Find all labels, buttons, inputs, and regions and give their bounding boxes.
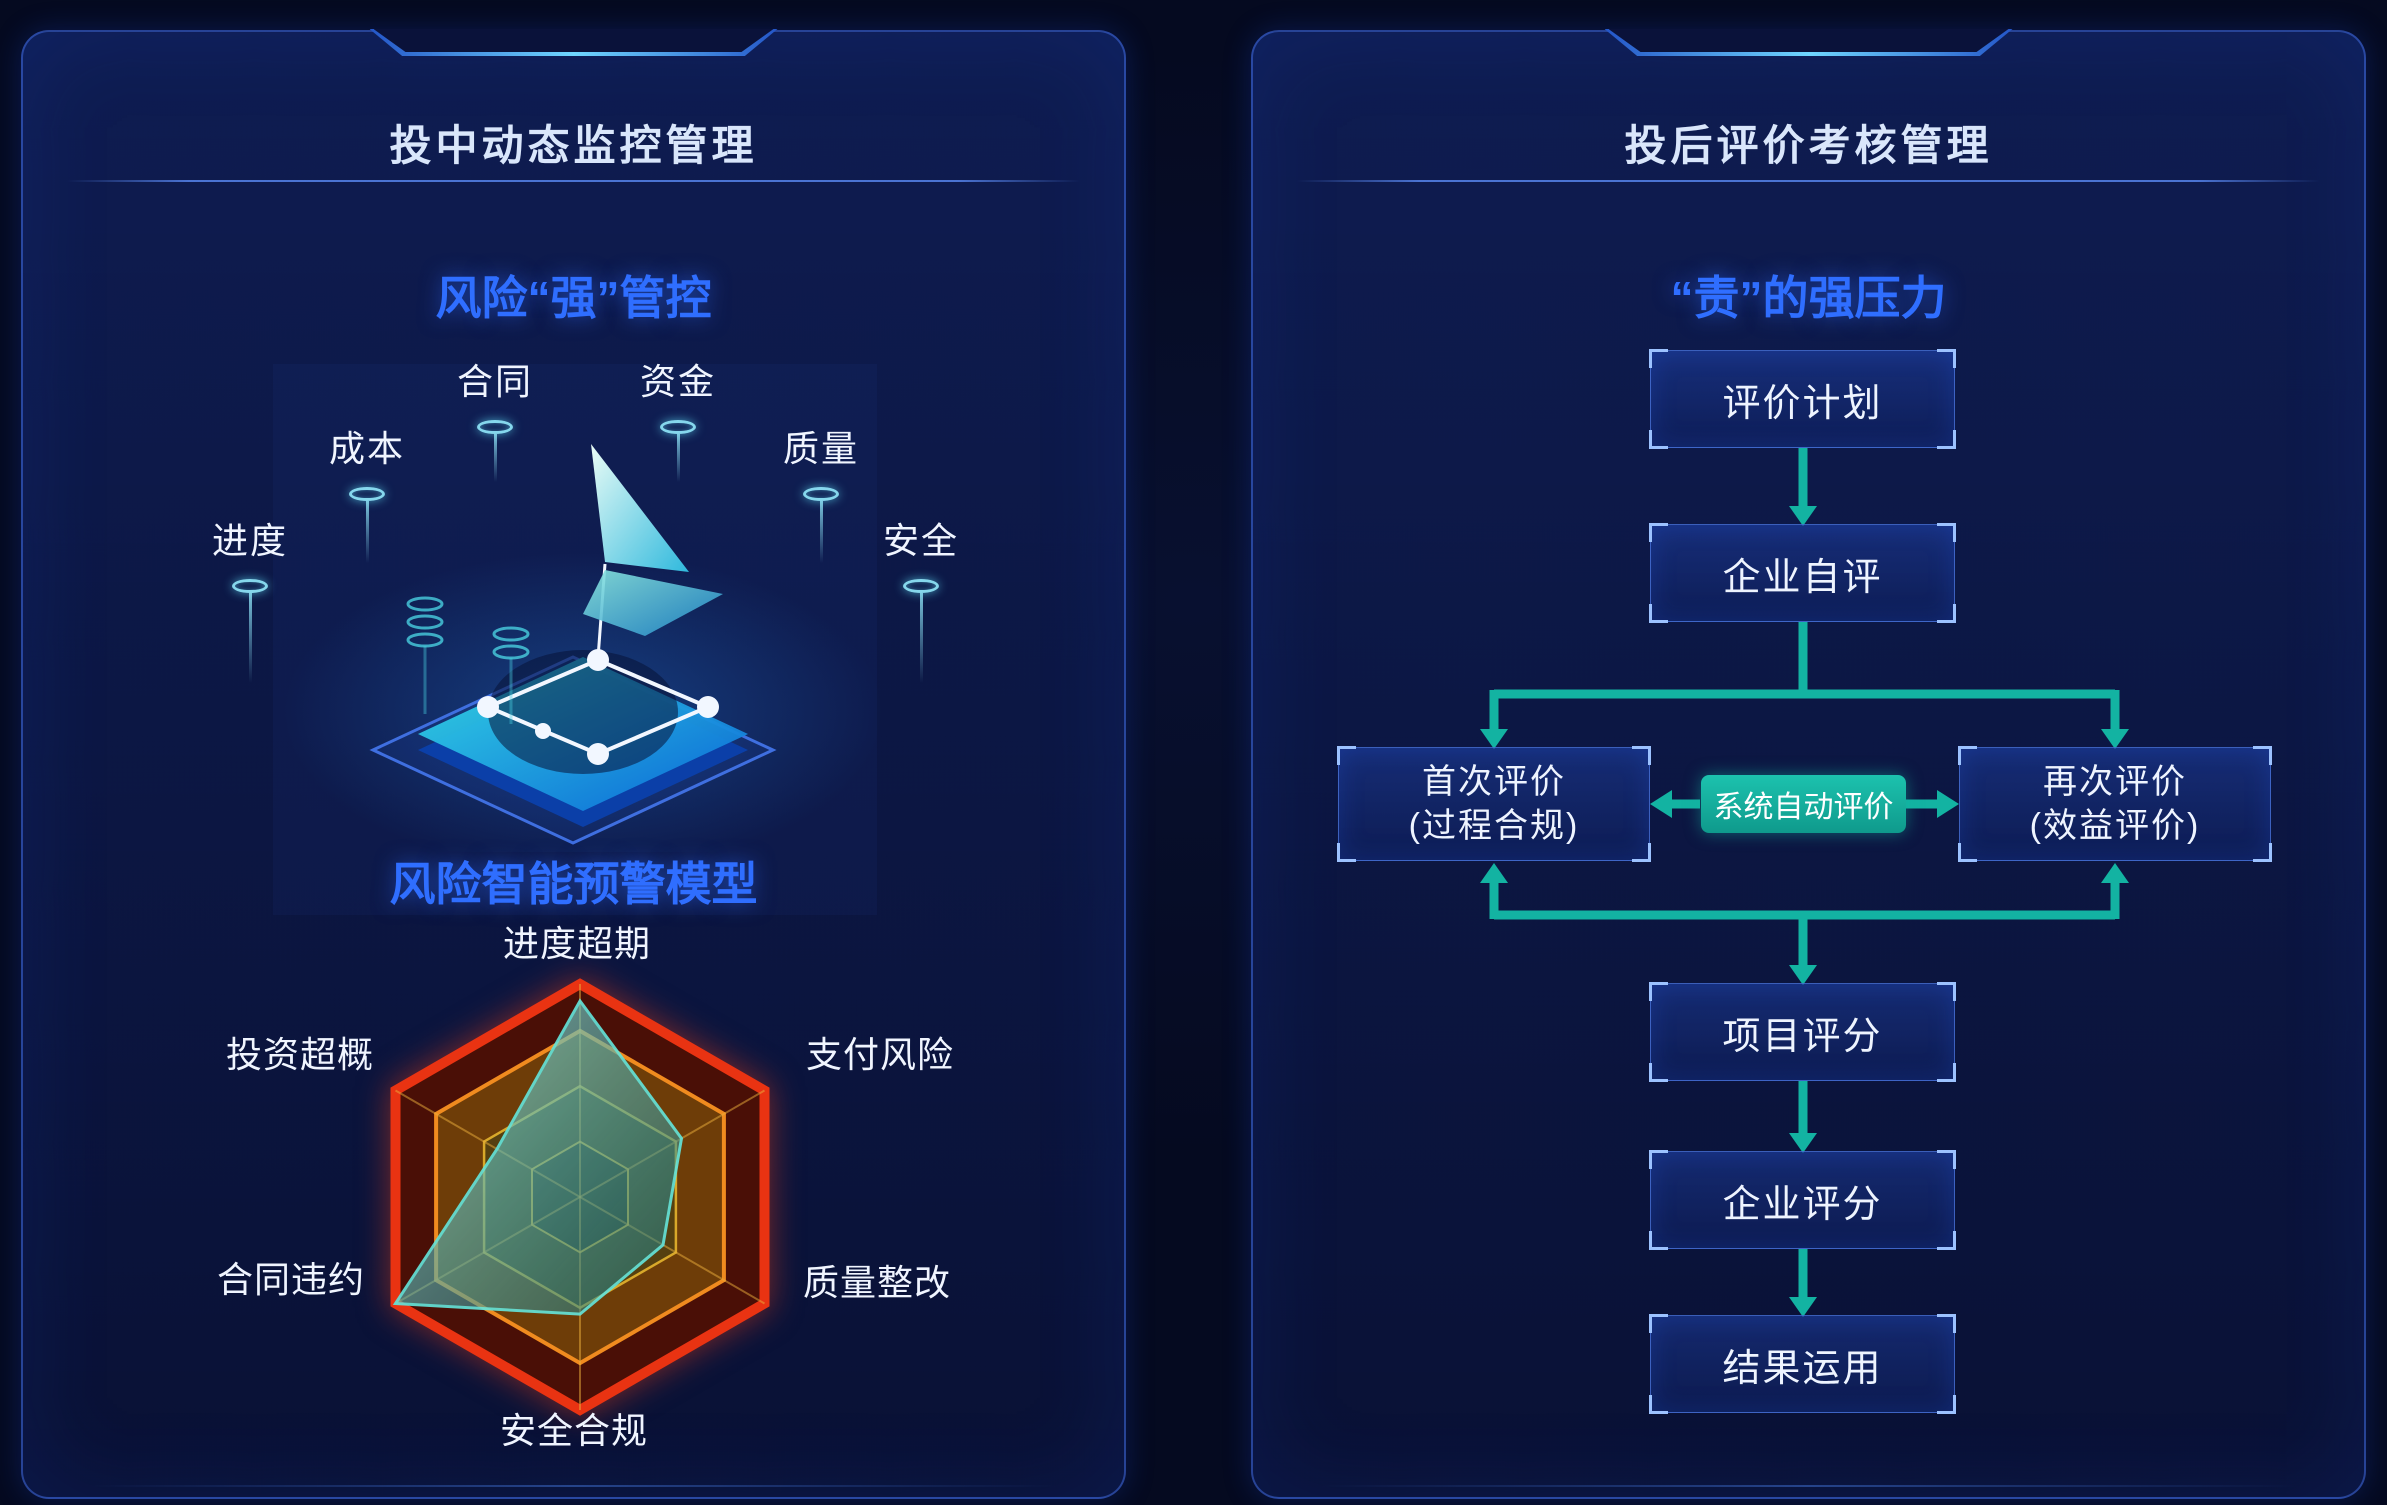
node-ring-icon	[902, 579, 939, 593]
flow-node-enterprise-score: 企业评分	[1649, 1150, 1956, 1250]
panel-top-notch	[369, 29, 778, 56]
monitor-label-text: 质量	[782, 428, 860, 469]
node-ring-icon	[802, 487, 839, 501]
pin-stem	[919, 593, 923, 683]
title-divider	[67, 180, 1080, 182]
panel-top-notch	[1604, 29, 2013, 56]
radar-label-safety-compliance: 安全合规	[499, 1410, 649, 1451]
flow-node-label: 首次评价 (过程合规)	[1408, 762, 1580, 845]
monitor-label-contract: 合同	[457, 360, 533, 482]
flow-node-label: 系统自动评价	[1713, 791, 1894, 824]
panel-investment-monitoring: 投中动态监控管理 风险“强”管控	[21, 29, 1126, 1499]
radar-label-over-budget: 投资超概	[225, 1034, 375, 1075]
arrow-up-icon	[1480, 863, 1508, 883]
title-divider	[1297, 180, 2320, 182]
pin-stem	[248, 593, 252, 683]
flow-node-result-application: 结果运用	[1649, 1314, 1956, 1414]
flow-node-project-score: 项目评分	[1649, 982, 1956, 1082]
panel-top-notch-inner	[1608, 29, 2009, 52]
section-subtitle: 风险“强”管控	[435, 272, 712, 324]
monitor-label-quality: 质量	[783, 427, 859, 563]
arrow-down-icon	[1789, 1297, 1817, 1317]
radar-label-progress-overdue: 进度超期	[502, 923, 652, 964]
monitor-label-cost: 成本	[329, 427, 405, 563]
risk-radar-chart	[390, 978, 770, 1416]
flow-node-evaluation-plan: 评价计划	[1649, 349, 1956, 449]
monitor-label-text: 资金	[639, 361, 717, 402]
monitor-label-text: 安全	[882, 520, 960, 561]
panel-top-notch-inner	[373, 29, 774, 52]
flow-node-label: 企业评分	[1722, 1183, 1883, 1226]
pin-stem	[365, 501, 369, 563]
flow-node-label: 项目评分	[1722, 1015, 1883, 1058]
radar-label-payment-risk: 支付风险	[805, 1034, 955, 1075]
monitor-label-text: 成本	[328, 428, 406, 469]
section-subtitle: “责”的强压力	[1670, 272, 1947, 324]
node-ring-icon	[348, 487, 385, 501]
arrow-up-icon	[2101, 863, 2129, 883]
flow-node-label: 再次评价 (效益评价)	[2029, 762, 2201, 845]
monitor-label-text: 进度	[211, 520, 289, 561]
radar-label-quality-rectify: 质量整改	[802, 1262, 952, 1303]
arrow-down-icon	[1789, 506, 1817, 526]
node-ring-icon	[231, 579, 268, 593]
flow-node-enterprise-self-eval: 企业自评	[1649, 523, 1956, 623]
flow-node-system-auto-eval: 系统自动评价	[1701, 775, 1906, 833]
monitor-label-safety: 安全	[883, 519, 959, 683]
arrow-left-icon	[1650, 790, 1672, 818]
arrow-down-icon	[1789, 965, 1817, 985]
page-title: 投后评价考核管理	[1624, 122, 1993, 169]
flow-node-second-evaluation: 再次评价 (效益评价)	[1958, 746, 2272, 862]
radar-chart-title: 风险智能预警模型	[389, 858, 758, 910]
node-ring-icon	[476, 420, 513, 434]
arrow-down-icon	[2101, 729, 2129, 749]
arrow-down-icon	[1480, 729, 1508, 749]
page-title: 投中动态监控管理	[389, 122, 758, 169]
flow-node-first-evaluation: 首次评价 (过程合规)	[1337, 746, 1651, 862]
flow-node-label: 企业自评	[1722, 556, 1883, 599]
isometric-platform-illustration	[283, 444, 883, 852]
flow-node-label: 评价计划	[1722, 382, 1883, 425]
arrow-down-icon	[1789, 1133, 1817, 1153]
panel-post-investment-evaluation: 投后评价考核管理 “责”的强压力	[1251, 29, 2366, 1499]
monitor-label-funds: 资金	[640, 360, 716, 482]
arrow-right-icon	[1937, 790, 1959, 818]
radar-label-contract-breach: 合同违约	[216, 1259, 366, 1300]
monitor-label-progress: 进度	[212, 519, 288, 683]
pin-stem	[676, 434, 680, 482]
monitor-label-text: 合同	[456, 361, 534, 402]
flowchart-arrows	[1480, 448, 2129, 1317]
pin-stem	[819, 501, 823, 563]
node-ring-icon	[659, 420, 696, 434]
flow-node-label: 结果运用	[1722, 1347, 1883, 1390]
pin-stem	[493, 434, 497, 482]
